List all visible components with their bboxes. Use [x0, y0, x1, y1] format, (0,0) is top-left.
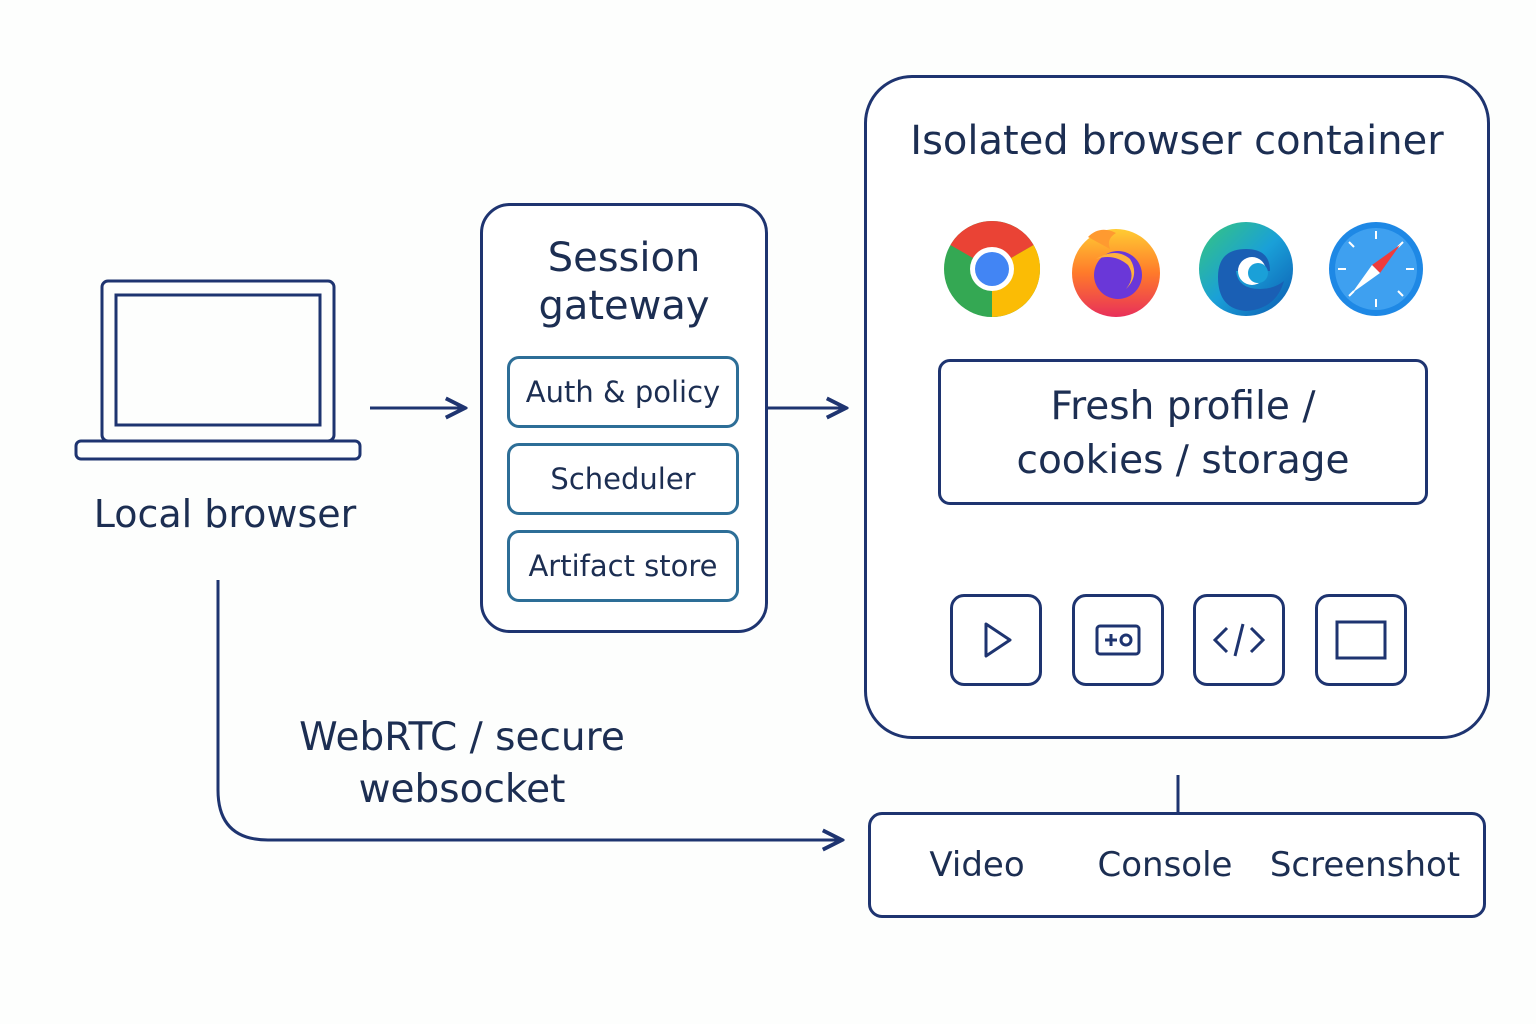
recorder-tile — [1072, 594, 1164, 686]
edge-icon — [1199, 222, 1293, 316]
play-icon — [984, 622, 1012, 658]
code-icon — [1212, 623, 1266, 657]
fresh-profile-box — [938, 359, 1428, 505]
output-screenshot: Screenshot — [1269, 845, 1461, 885]
arrow-local-to-outputs — [216, 580, 842, 840]
chrome-icon — [944, 220, 1041, 317]
output-console: Console — [1097, 845, 1233, 885]
safari-icon — [1329, 222, 1423, 316]
container-title: Isolated browser container — [910, 118, 1444, 164]
window-icon — [1335, 620, 1387, 660]
fresh-profile-label: Fresh profile / cookies / storage — [1016, 384, 1350, 483]
auth-policy-item: Auth & policy — [507, 356, 739, 428]
local-browser-label: Local browser — [93, 492, 357, 536]
code-tile — [1193, 594, 1285, 686]
firefox-icon — [1072, 229, 1160, 317]
recorder-icon — [1095, 624, 1141, 656]
channel-label: WebRTC / secure websocket — [299, 715, 625, 812]
session-gateway-box — [480, 203, 768, 633]
session-gateway-title: Session gateway — [538, 235, 710, 329]
scheduler-item: Scheduler — [507, 443, 739, 515]
output-video: Video — [929, 845, 1025, 885]
play-tile — [950, 594, 1042, 686]
window-tile — [1315, 594, 1407, 686]
outputs-box — [868, 812, 1486, 918]
artifact-store-item: Artifact store — [507, 530, 739, 602]
